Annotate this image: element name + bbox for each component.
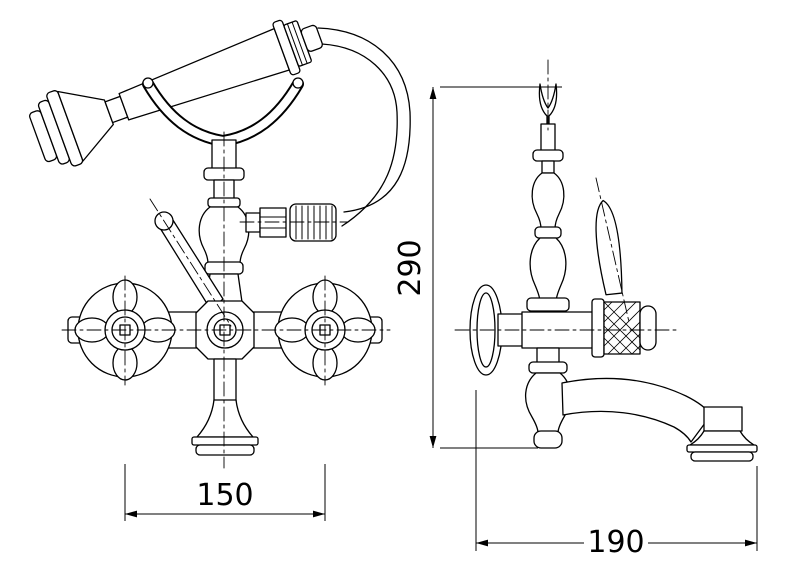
- dimension-190: 190: [475, 390, 758, 560]
- side-view: [454, 59, 758, 462]
- lever-side: [595, 199, 623, 296]
- hub-knurl-hatch: [603, 301, 641, 355]
- centerlines-front: [61, 131, 391, 469]
- handle-side: [591, 199, 657, 358]
- label-knockout: [584, 526, 648, 558]
- connector-knurl-lines: [295, 205, 333, 240]
- front-view: [29, 19, 411, 469]
- dimension-150: 150: [124, 464, 326, 521]
- spout-front: [191, 358, 259, 456]
- centerlines-side: [454, 59, 677, 331]
- dim-label-150: 150: [196, 478, 253, 513]
- hand-shower: [29, 19, 323, 167]
- spout-side: [561, 377, 712, 443]
- hose-connector: [245, 203, 337, 242]
- shower-handle: [118, 27, 290, 121]
- dimension-290: 290: [393, 86, 562, 449]
- shower-head-cone: [57, 90, 114, 162]
- handle-knurl-lines: [286, 21, 308, 66]
- dim-label-290: 290: [393, 239, 428, 296]
- dim-label-190: 190: [587, 525, 644, 560]
- hose-stub: [300, 24, 323, 52]
- spout-outlet: [686, 406, 758, 462]
- dimensions: 150 290 190: [124, 86, 758, 560]
- shower-hose: [317, 27, 411, 227]
